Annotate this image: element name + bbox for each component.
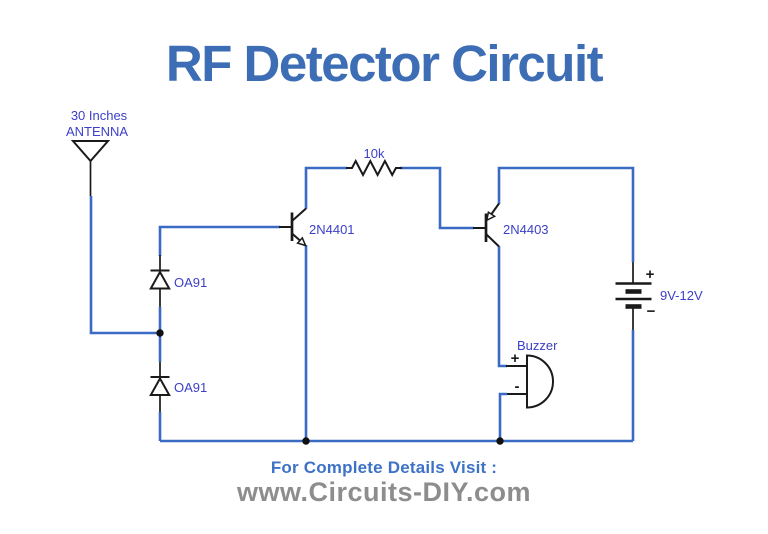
buzzer-symbol: + - Buzzer bbox=[506, 338, 558, 409]
buzzer-minus-sign: - bbox=[515, 378, 520, 395]
wires bbox=[89, 166, 635, 443]
battery-symbol: + − 9V-12V bbox=[615, 262, 703, 330]
resistor-zigzag bbox=[346, 158, 402, 178]
transistor-npn-label: 2N4401 bbox=[309, 222, 355, 237]
buzzer-plus-sign: + bbox=[511, 350, 520, 367]
junction-dots bbox=[156, 329, 504, 445]
junction-dot-q1-emitter bbox=[302, 437, 310, 445]
diode-bottom-triangle bbox=[149, 376, 171, 396]
transistor-npn-symbol: 2N4401 bbox=[279, 207, 355, 247]
footer-website-text: www.Circuits-DIY.com bbox=[236, 477, 532, 507]
diode-top-label: OA91 bbox=[174, 275, 207, 290]
junction-dot-detector-node bbox=[156, 329, 164, 337]
battery-label: 9V-12V bbox=[660, 288, 703, 303]
diode-bottom-symbol: OA91 bbox=[149, 362, 207, 412]
resistor-label: 10k bbox=[364, 146, 385, 161]
antenna-size-label: 30 Inches bbox=[71, 108, 128, 123]
wire-q2-collector-to-buzzer bbox=[497, 246, 507, 368]
junction-dot-buzzer-ground bbox=[496, 437, 504, 445]
battery-minus-sign: − bbox=[647, 303, 656, 320]
wire-diode-top-to-q1-base bbox=[158, 225, 280, 256]
transistor-pnp-symbol: 2N4403 bbox=[473, 202, 549, 248]
diode-top-symbol: OA91 bbox=[149, 255, 207, 307]
transistor-pnp-label: 2N4403 bbox=[503, 222, 549, 237]
antenna-triangle-icon bbox=[70, 140, 111, 163]
buzzer-label: Buzzer bbox=[517, 338, 558, 353]
wire-antenna-to-node bbox=[89, 196, 158, 335]
wire-q2-emitter-to-battery bbox=[497, 166, 635, 262]
buzzer-body bbox=[526, 354, 554, 409]
q1-collector-lead bbox=[291, 207, 307, 222]
footer: For Complete Details Visit : www.Circuit… bbox=[0, 459, 768, 506]
battery-plus-sign: + bbox=[646, 266, 655, 283]
wire-q1-collector-to-resistor bbox=[304, 166, 347, 209]
q2-emitter-arrow-icon bbox=[485, 210, 497, 222]
diode-bottom-label: OA91 bbox=[174, 380, 207, 395]
q1-emitter-lead bbox=[291, 232, 301, 242]
diode-top-triangle bbox=[149, 269, 171, 290]
wire-buzzer-to-ground bbox=[498, 392, 507, 441]
wire-resistor-to-q2-base bbox=[400, 166, 474, 230]
q2-collector-lead bbox=[485, 233, 500, 248]
page-title: RF Detector Circuit bbox=[165, 35, 604, 92]
q2-emitter-lead bbox=[490, 202, 500, 215]
antenna-symbol: 30 Inches ANTENNA bbox=[66, 108, 128, 196]
q1-emitter-arrow-icon bbox=[296, 236, 307, 247]
antenna-name-label: ANTENNA bbox=[66, 124, 128, 139]
resistor-symbol: 10k bbox=[346, 146, 402, 178]
footer-cta-text: For Complete Details Visit : bbox=[270, 458, 498, 477]
